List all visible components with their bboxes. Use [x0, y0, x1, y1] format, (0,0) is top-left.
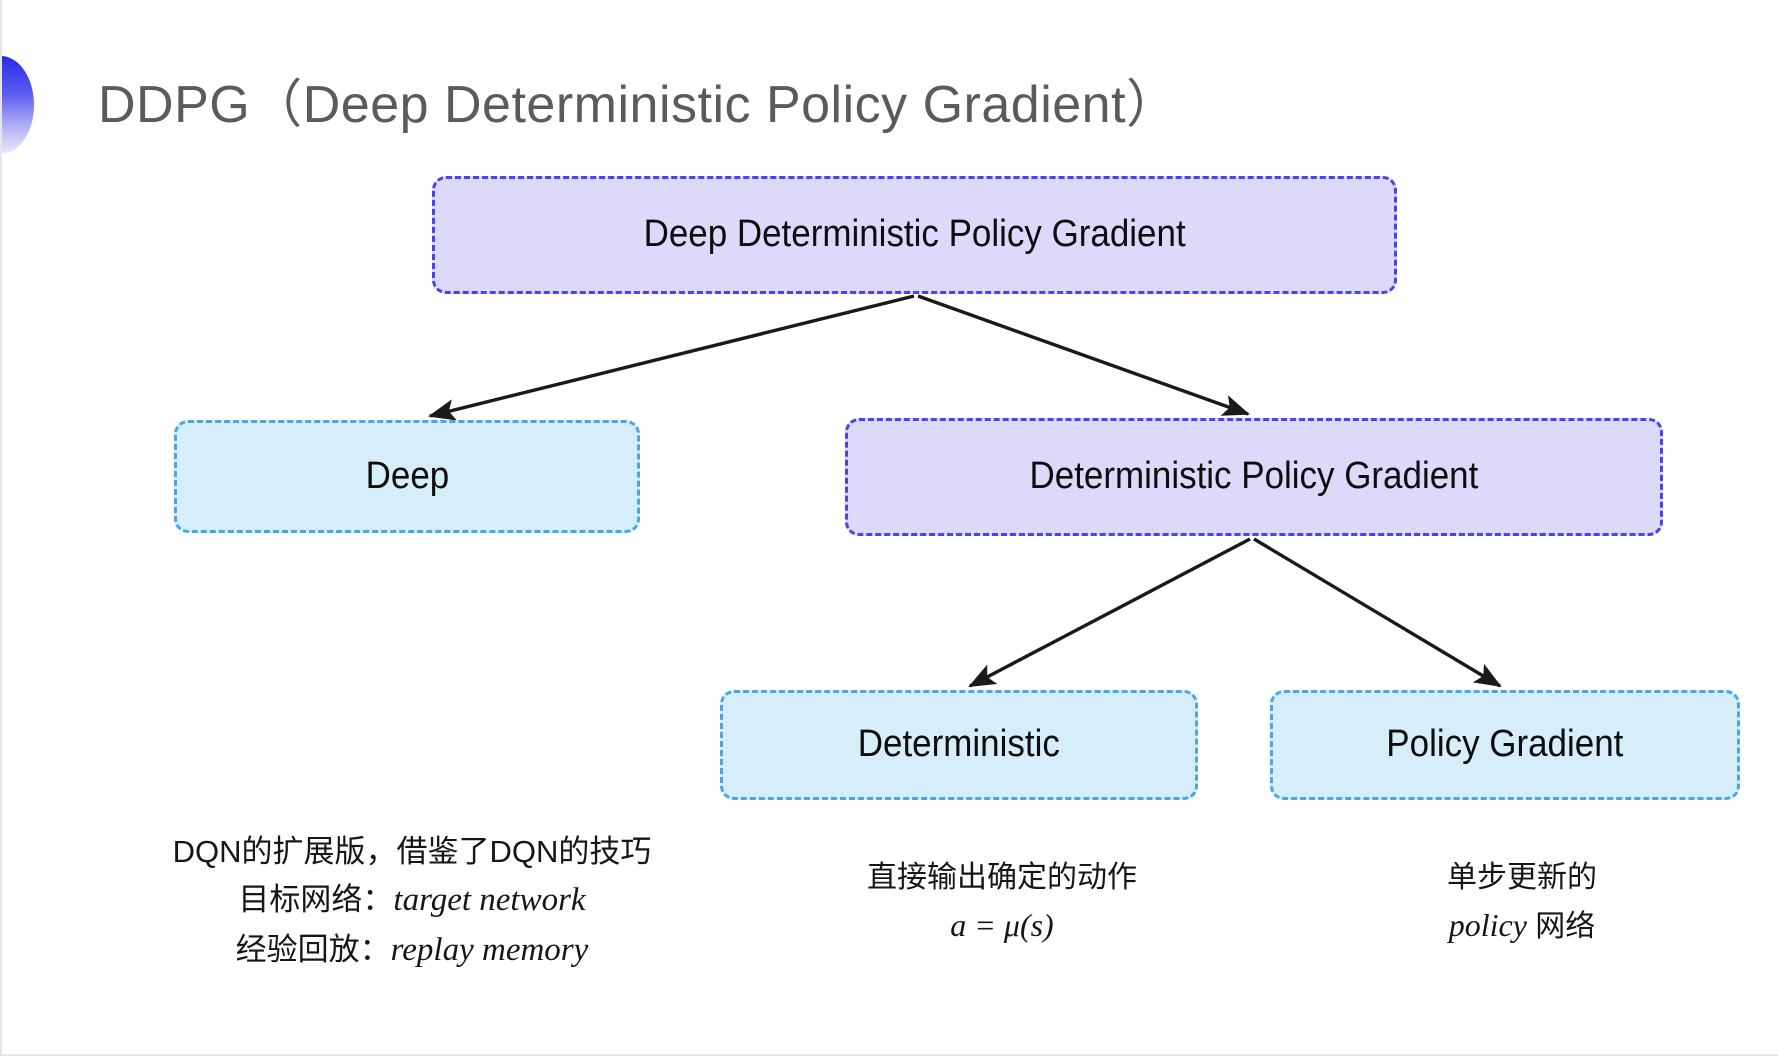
node-policy-gradient[interactable]: Policy Gradient [1270, 690, 1740, 800]
caption-deep-line1: DQN的扩展版，借鉴了DQN的技巧 [172, 834, 652, 869]
caption-deep-line3: 经验回放：replay memory [152, 925, 672, 975]
caption-deep-line2: 目标网络：target network [152, 875, 672, 925]
caption-deterministic: 直接输出确定的动作 a = μ(s) [792, 855, 1212, 949]
caption-deep-line3-value: replay memory [390, 932, 589, 969]
node-label: Deep [365, 454, 449, 497]
node-deep[interactable]: Deep [174, 420, 640, 533]
caption-policy-gradient-line1: 单步更新的 [1447, 861, 1597, 894]
caption-deep-line2-value: target network [393, 882, 586, 919]
node-label: Policy Gradient [1386, 723, 1624, 766]
edge-dpg-to-deterministic [968, 537, 1251, 688]
edge-root-to-dpg [917, 294, 1250, 416]
caption-policy-gradient: 单步更新的 policy 网络 [1332, 855, 1712, 949]
caption-deterministic-formula: a = μ(s) [950, 906, 1054, 943]
edge-root-to-deep [428, 294, 915, 421]
caption-policy-gradient-line2: policy 网络 [1332, 901, 1712, 950]
node-deterministic-policy-gradient[interactable]: Deterministic Policy Gradient [845, 418, 1663, 536]
caption-deep: DQN的扩展版，借鉴了DQN的技巧 目标网络：target network 经验… [152, 828, 672, 975]
caption-policy-gradient-term: policy [1448, 906, 1527, 943]
caption-deep-line2-label: 目标网络： [238, 882, 394, 918]
node-label: Deterministic Policy Gradient [1029, 455, 1479, 498]
caption-deep-line3-label: 经验回放： [235, 932, 391, 968]
node-deterministic[interactable]: Deterministic [720, 690, 1198, 800]
node-label: Deterministic [857, 723, 1061, 766]
caption-deterministic-line1: 直接输出确定的动作 [867, 861, 1137, 894]
title-bullet-icon [2, 56, 34, 154]
page-title: DDPG（Deep Deterministic Policy Gradient） [98, 76, 1179, 134]
caption-policy-gradient-suffix: 网络 [1526, 909, 1596, 943]
node-label: Deep Deterministic Policy Gradient [643, 213, 1186, 256]
node-deep-deterministic-policy-gradient[interactable]: Deep Deterministic Policy Gradient [432, 176, 1397, 294]
edge-dpg-to-policy-gradient [1253, 537, 1502, 688]
